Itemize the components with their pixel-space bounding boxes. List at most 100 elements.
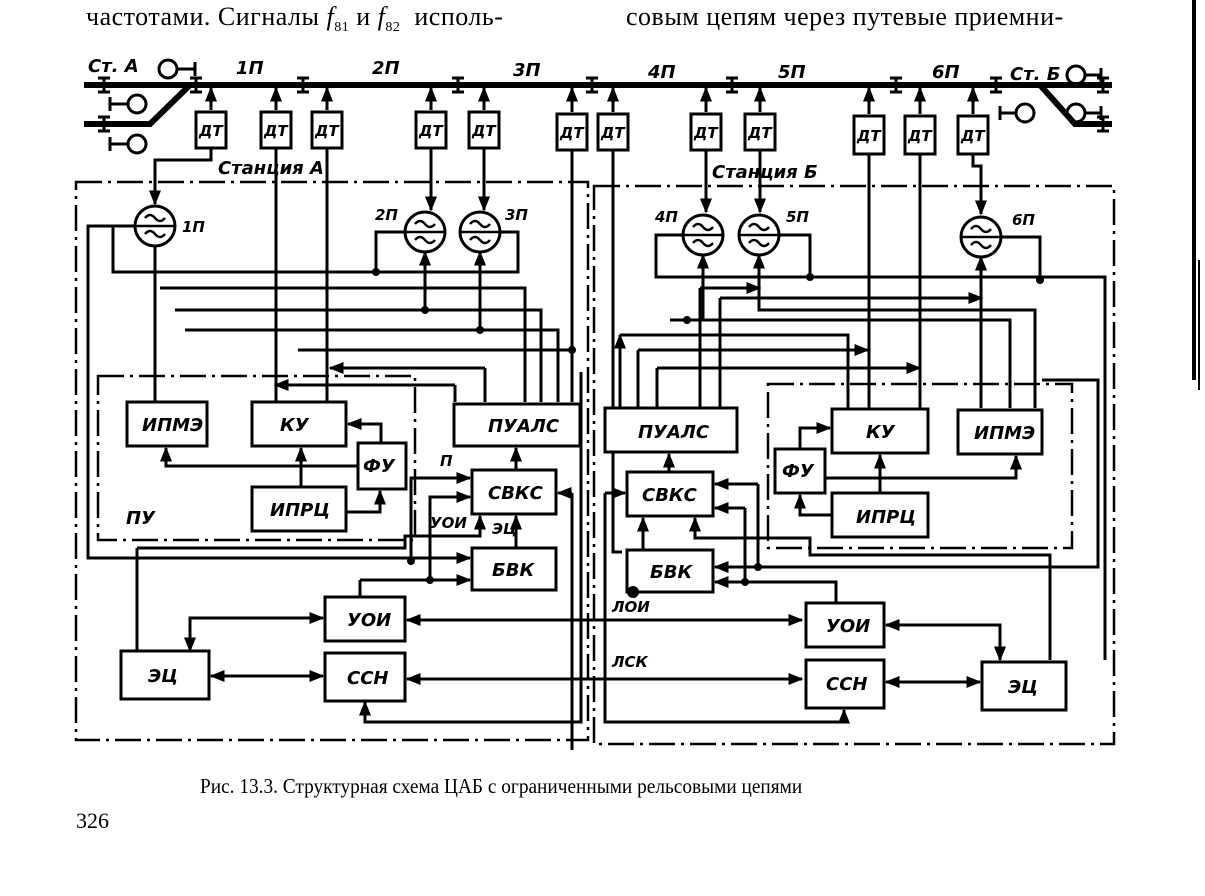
station-b-siding: [1037, 82, 1112, 127]
station-b-boundary: [592, 184, 1116, 746]
block-label: ПУАЛС: [488, 416, 560, 437]
ku-block-b: [830, 407, 930, 455]
wire-label: УОИ: [430, 514, 467, 532]
svg-text:ДТ: ДТ: [960, 127, 986, 145]
receiver-label: 6П: [1012, 211, 1035, 229]
track-plan: Ст. А Ст. Б 1П 2П 3П 4П 5П 6П: [84, 56, 1112, 155]
block-label: УОИ: [347, 610, 391, 631]
ipme-block-a: [125, 400, 209, 448]
block-label: ССН: [826, 674, 867, 695]
svg-text:ДТ: ДТ: [856, 127, 882, 145]
receiver-icon: [737, 213, 781, 257]
svg-text:ДТ: ДТ: [559, 124, 585, 142]
wire-label: П: [440, 452, 453, 470]
svkc-block-a: [470, 468, 558, 516]
symbol-f: f: [377, 2, 386, 31]
bvk-block-a: [470, 546, 558, 592]
svg-text:ДТ: ДТ: [600, 124, 626, 142]
track-section-label: 5П: [778, 62, 806, 83]
block-label: ССН: [347, 668, 388, 689]
track-section-label: 4П: [647, 62, 676, 83]
block-label: ИПРЦ: [270, 500, 330, 521]
wiring-b: [603, 378, 1100, 724]
body-text-left: частотами. Сигналы f81 и f82 исполь-: [86, 2, 503, 36]
insulating-joints: [98, 76, 1109, 133]
iprc-block-a: [250, 485, 348, 533]
pualc-block-a: [452, 402, 582, 448]
wire-label: ЛСК: [611, 653, 648, 671]
wiring: [86, 148, 1107, 660]
text-fragment: частотами. Сигналы: [86, 2, 320, 31]
receiver-label: 2П: [375, 206, 398, 224]
symbol-f: f: [326, 2, 335, 31]
dt-block: ДТ: [689, 86, 723, 152]
bvk-block-b: [625, 548, 715, 594]
track-section-label: 3П: [513, 60, 541, 81]
svg-text:ДТ: ДТ: [314, 122, 340, 140]
block-label: ИПРЦ: [856, 507, 916, 528]
ec-block-b: [980, 660, 1068, 712]
page-edge: [1192, 0, 1196, 380]
dt-block: ДТ: [467, 86, 501, 150]
block-label: СВКС: [488, 483, 544, 504]
wire-label: ЛОИ: [611, 598, 650, 616]
dt-block: ДТ: [852, 86, 886, 156]
receiver-label: 5П: [786, 208, 809, 226]
figure-caption: Рис. 13.3. Структурная схема ЦАБ с огран…: [200, 774, 803, 798]
signal-icon: [1065, 102, 1087, 124]
pualc-block-b: [603, 406, 739, 454]
station-b-area-label: Станция Б: [712, 162, 818, 183]
svg-text:ДТ: ДТ: [471, 122, 497, 140]
track-section-label: 2П: [372, 58, 400, 79]
block-label: ФУ: [782, 461, 815, 482]
station-a-area-label: Станция А: [218, 158, 324, 179]
track-section-label: 6П: [932, 62, 960, 83]
block-label: СВКС: [642, 485, 698, 506]
svg-text:ДТ: ДТ: [198, 122, 224, 140]
svg-text:ДТ: ДТ: [418, 122, 444, 140]
track-receivers-b: 4П 5П 6П: [654, 208, 1035, 259]
svg-text:ДТ: ДТ: [693, 124, 719, 142]
symbol-sub: 82: [385, 20, 401, 36]
station-a-label: Ст. А: [88, 56, 139, 77]
symbol-sub: 81: [334, 20, 350, 36]
signal-icon: [1065, 64, 1087, 86]
block-label: ИПМЭ: [974, 423, 1035, 444]
page-edge: [1198, 260, 1200, 390]
block-label: ФУ: [363, 456, 396, 477]
ku-block-a: [250, 400, 348, 448]
page-number: 326: [76, 808, 109, 833]
receiver-label: 4П: [654, 208, 678, 226]
ipme-block-b: [956, 408, 1044, 456]
receiver-label: 3П: [505, 206, 528, 224]
block-label: БВК: [492, 560, 535, 581]
receiver-label: 1П: [182, 218, 205, 236]
signal-icon: [1014, 102, 1036, 124]
uoi-block-b: [804, 601, 886, 649]
dt-block: ДТ: [310, 86, 344, 150]
pu-label: ПУ: [126, 508, 156, 529]
svg-text:ДТ: ДТ: [907, 127, 933, 145]
dt-block: ДТ: [259, 86, 293, 150]
signal-icon: [126, 93, 148, 115]
block-label: ИПМЭ: [142, 415, 203, 436]
track-section-label: 1П: [236, 58, 264, 79]
svg-text:ДТ: ДТ: [263, 122, 289, 140]
pu-b-boundary: [766, 382, 1074, 550]
block-label: ЭЦ: [1008, 677, 1038, 698]
dt-block: ДТ: [743, 86, 777, 152]
fu-block-b: [773, 447, 827, 495]
dt-block: ДТ: [903, 86, 937, 156]
signal-icon: [157, 58, 179, 80]
block-label: БВК: [650, 562, 693, 583]
signal-icons: [108, 58, 1103, 155]
block-label: КУ: [866, 422, 896, 443]
receiver-icon: [681, 213, 725, 257]
iprc-block-b: [830, 491, 930, 539]
ec-block-a: [119, 649, 211, 701]
block-label: УОИ: [826, 616, 870, 637]
text-fragment: и: [356, 2, 371, 31]
ssn-block-b: [804, 658, 886, 710]
station-b-label: Ст. Б: [1010, 64, 1060, 85]
station-b-blocks: ПУАЛС СВКС БВК КУ ИПМЭ ФУ ИПРЦ УОИ ССН Э…: [603, 406, 1068, 712]
